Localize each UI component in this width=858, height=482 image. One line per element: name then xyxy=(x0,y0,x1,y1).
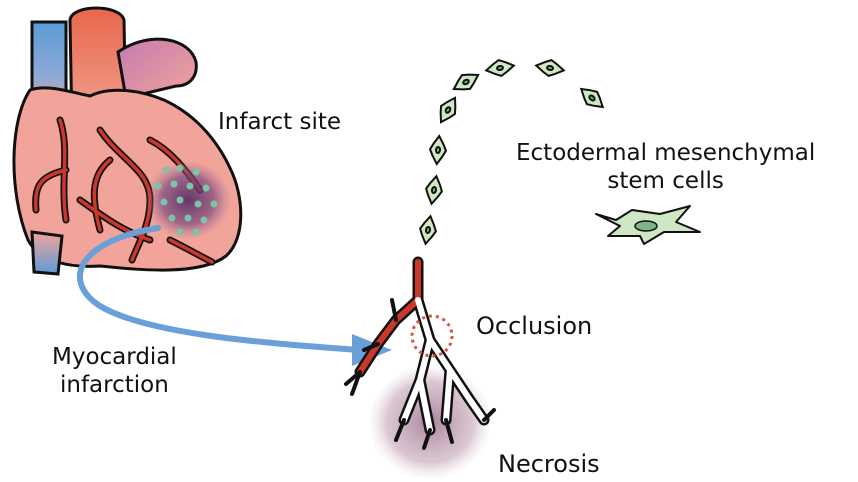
inferior-vena-cava xyxy=(32,232,62,274)
occlusion-label: Occlusion xyxy=(476,312,592,341)
large-stem-cell xyxy=(596,206,700,244)
myocardial-infarction-label: Myocardial infarction xyxy=(52,344,177,399)
pulmonary-artery xyxy=(118,39,196,98)
stem-cells-label-line2: stem cells xyxy=(516,168,815,196)
stem-cells-label: Ectodermal mesenchymal stem cells xyxy=(516,140,815,195)
myocardial-infarction-label-line1: Myocardial xyxy=(52,344,177,372)
myocardial-infarction-label-line2: infarction xyxy=(52,372,177,400)
necrosis-label: Necrosis xyxy=(498,450,600,479)
infarct-site-label: Infarct site xyxy=(218,109,341,137)
stem-cells-label-line1: Ectodermal mesenchymal xyxy=(516,140,815,168)
